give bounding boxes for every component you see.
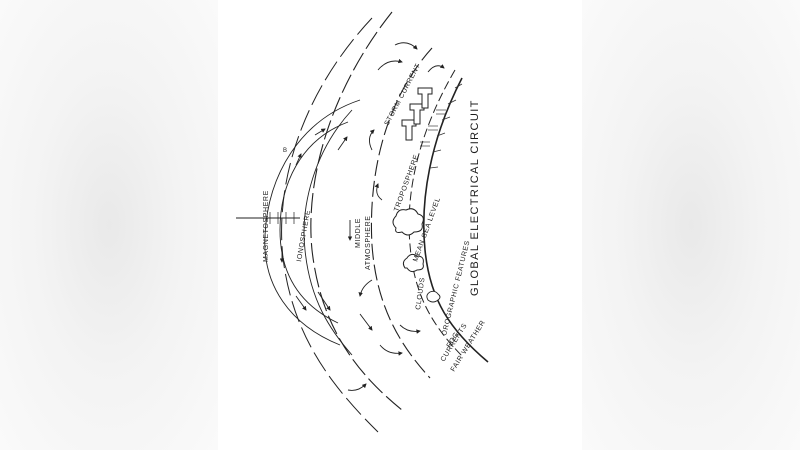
magnetosphere-arc-1 — [264, 99, 361, 346]
middle-atmosphere-label-2: ATMOSPHERE — [365, 216, 372, 271]
clouds-label: CLOUDS — [415, 277, 426, 310]
middle-atmosphere-label-1: MIDDLE — [355, 218, 362, 248]
fog — [426, 290, 441, 303]
earth-hatching — [429, 83, 463, 169]
blurred-background-right — [582, 0, 800, 450]
magnetic-field-label: B — [283, 148, 287, 154]
clouds — [392, 208, 424, 273]
earth-surface-arc — [422, 77, 489, 363]
storm-current-lines — [420, 109, 446, 147]
troposphere-boundary-arc — [370, 47, 433, 379]
magnetosphere-label: MAGNETOSPHERE — [263, 190, 270, 262]
ionosphere-inner-arc — [303, 109, 353, 356]
troposphere-label: TROPOSPHERE — [393, 154, 420, 213]
diagram-title: GLOBAL ELECTRICAL CIRCUIT — [469, 99, 481, 296]
mean-sea-level-arc — [408, 69, 463, 357]
reference-ticks — [269, 212, 295, 224]
blurred-background-left — [0, 0, 218, 450]
storm-clouds — [401, 87, 433, 141]
magnetosphere-arc-2 — [279, 121, 349, 324]
field-arrows — [279, 128, 373, 331]
ionosphere-outer-arc — [281, 17, 379, 433]
ionosphere-label: IONOSPHERE — [296, 209, 312, 262]
orographic-features-label: OROGRAPHIC FEATURES — [441, 240, 472, 337]
current-arrows — [347, 42, 445, 391]
middle-atmosphere-boundary-arc — [310, 11, 403, 411]
